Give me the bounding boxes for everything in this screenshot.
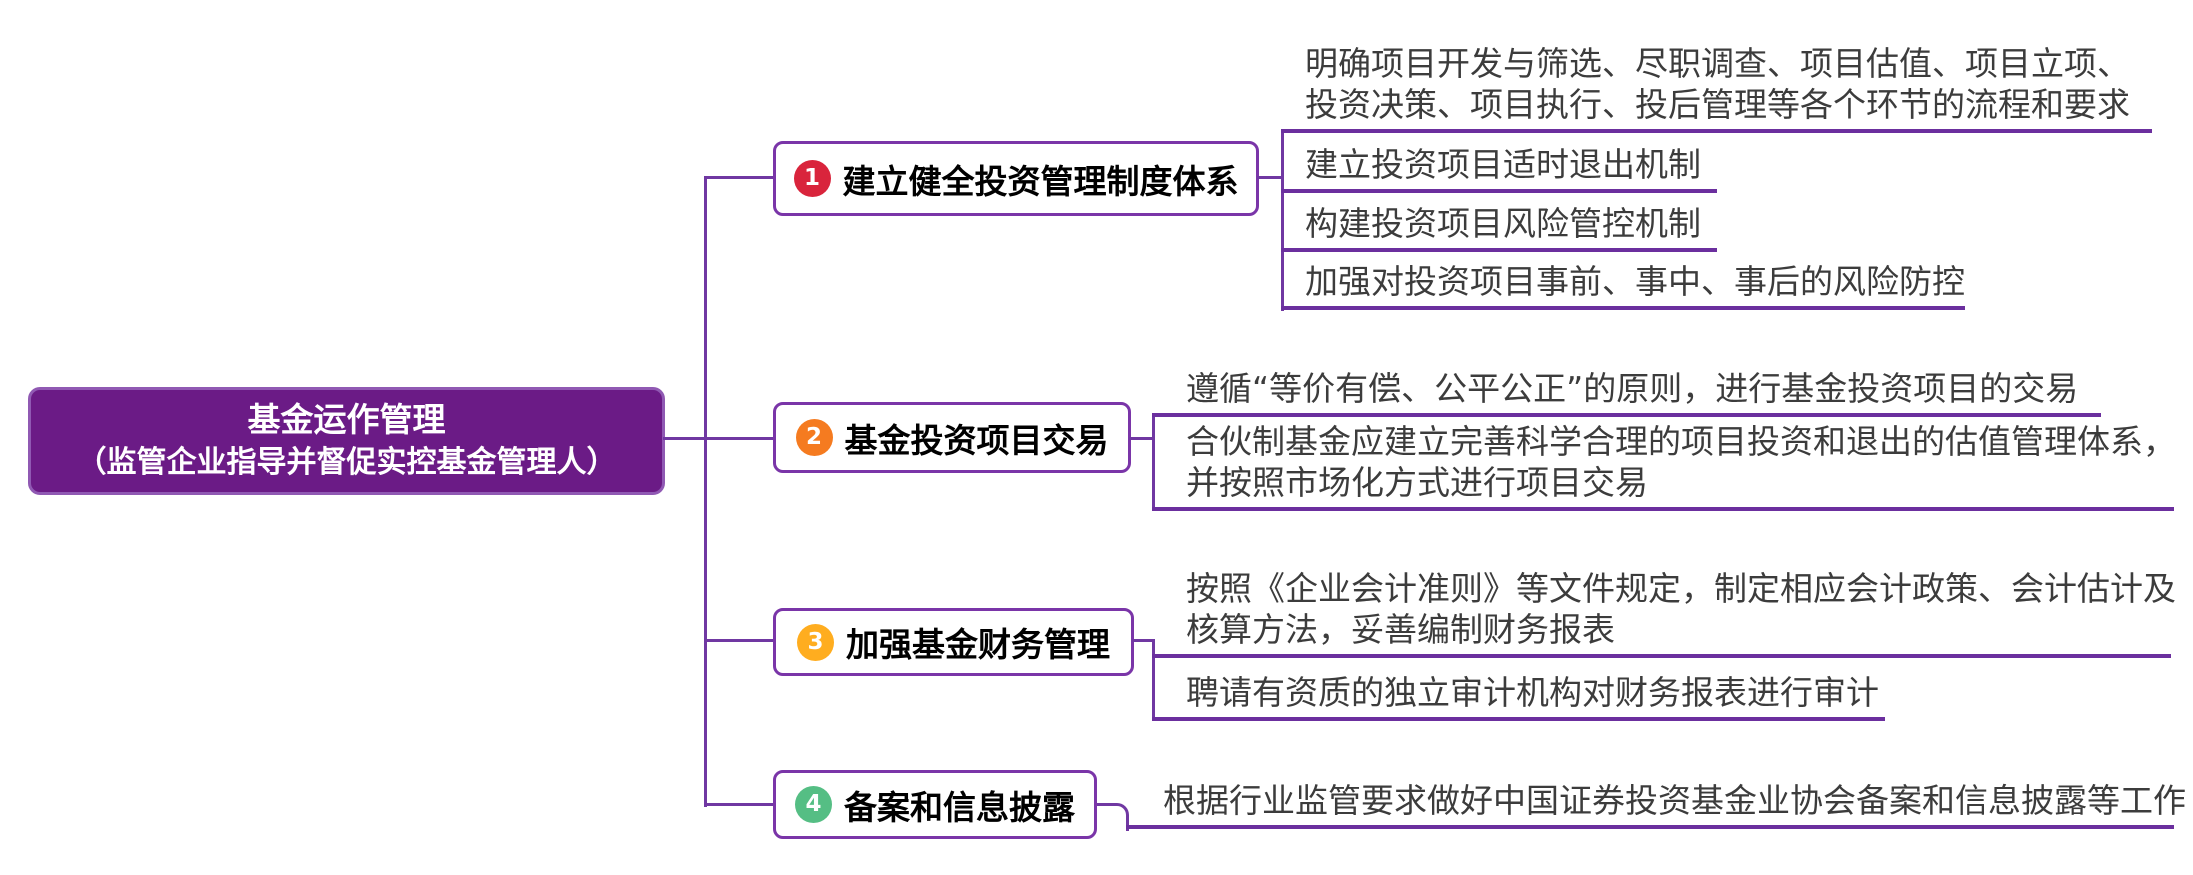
branch3-leaf-trunk-line <box>1152 639 1155 721</box>
branch-node-1[interactable]: 1 建立健全投资管理制度体系 <box>773 141 1259 216</box>
branch1-leaf-stub-line <box>1257 176 1284 179</box>
root-title: 基金运作管理 <box>247 400 446 439</box>
branch-3-number-badge: 3 <box>797 623 834 661</box>
branch1-leaf-trunk-line <box>1281 129 1284 311</box>
leaf-text: 建立投资项目适时退出机制 <box>1305 145 1701 184</box>
branch-1-number-badge: 1 <box>793 160 831 197</box>
branch2-leaf-stub-line <box>1129 437 1155 440</box>
leaf-text: 明确项目开发与筛选、尽职调查、项目估值、项目立项、 <box>1305 44 2130 83</box>
leaf-item[interactable]: 按照《企业会计准则》等文件规定，制定相应会计政策、会计估计及 核算方法，妥善编制… <box>1152 566 2176 658</box>
leaf-item[interactable]: 建立投资项目适时退出机制 <box>1281 143 1717 193</box>
leaf-item[interactable]: 构建投资项目风险管控机制 <box>1281 202 1717 252</box>
branch3-leaf-stub-line <box>1132 639 1155 642</box>
leaf-item[interactable]: 加强对投资项目事前、事中、事后的风险防控 <box>1281 260 1965 310</box>
leaf-item[interactable]: 根据行业监管要求做好中国证券投资基金业协会备案和信息披露等工作 <box>1126 779 2186 829</box>
branch-2-number-badge: 2 <box>795 419 833 456</box>
main-trunk-line <box>704 176 707 807</box>
branch-2-label: 基金投资项目交易 <box>844 420 1109 460</box>
leaf-text: 根据行业监管要求做好中国证券投资基金业协会备案和信息披露等工作 <box>1163 781 2186 820</box>
branch-node-3[interactable]: 3 加强基金财务管理 <box>773 608 1134 676</box>
root-subtitle: （监管企业指导并督促实控基金管理人） <box>76 445 617 480</box>
leaf-text: 构建投资项目风险管控机制 <box>1305 204 1701 243</box>
branch1-connector-line <box>704 176 773 179</box>
branch3-connector-line <box>704 639 773 642</box>
branch2-leaf-trunk-line <box>1152 413 1155 511</box>
leaf-item[interactable]: 合伙制基金应建立完善科学合理的项目投资和退出的估值管理体系， 并按照市场化方式进… <box>1152 419 2176 511</box>
branch-1-label: 建立健全投资管理制度体系 <box>842 161 1239 201</box>
leaf-text: 遵循“等价有偿、公平公正”的原则，进行基金投资项目的交易 <box>1186 369 2079 408</box>
leaf-text: 聘请有资质的独立审计机构对财务报表进行审计 <box>1186 673 1879 712</box>
leaf-item[interactable]: 明确项目开发与筛选、尽职调查、项目估值、项目立项、 投资决策、项目执行、投后管理… <box>1281 41 2152 133</box>
branch-3-label: 加强基金财务管理 <box>846 625 1110 664</box>
leaf-text: 加强对投资项目事前、事中、事后的风险防控 <box>1305 262 1965 301</box>
leaf-text: 合伙制基金应建立完善科学合理的项目投资和退出的估值管理体系， <box>1186 422 2176 461</box>
leaf-item[interactable]: 遵循“等价有偿、公平公正”的原则，进行基金投资项目的交易 <box>1152 367 2101 417</box>
root-connector-line <box>663 437 773 440</box>
branch4-connector-line <box>704 803 773 806</box>
branch-node-4[interactable]: 4 备案和信息披露 <box>773 770 1097 839</box>
leaf-text: 并按照市场化方式进行项目交易 <box>1186 463 1648 502</box>
branch-4-number-badge: 4 <box>795 786 832 823</box>
root-topic[interactable]: 基金运作管理 （监管企业指导并督促实控基金管理人） <box>28 387 665 495</box>
leaf-text: 核算方法，妥善编制财务报表 <box>1186 610 1615 649</box>
branch4-leaf-elbow-line <box>1097 803 1129 831</box>
leaf-text: 按照《企业会计准则》等文件规定，制定相应会计政策、会计估计及 <box>1186 569 2176 608</box>
leaf-text: 投资决策、项目执行、投后管理等各个环节的流程和要求 <box>1305 85 2130 124</box>
branch-4-label: 备案和信息披露 <box>844 787 1075 827</box>
branch-node-2[interactable]: 2 基金投资项目交易 <box>773 402 1131 473</box>
leaf-item[interactable]: 聘请有资质的独立审计机构对财务报表进行审计 <box>1152 671 1885 721</box>
